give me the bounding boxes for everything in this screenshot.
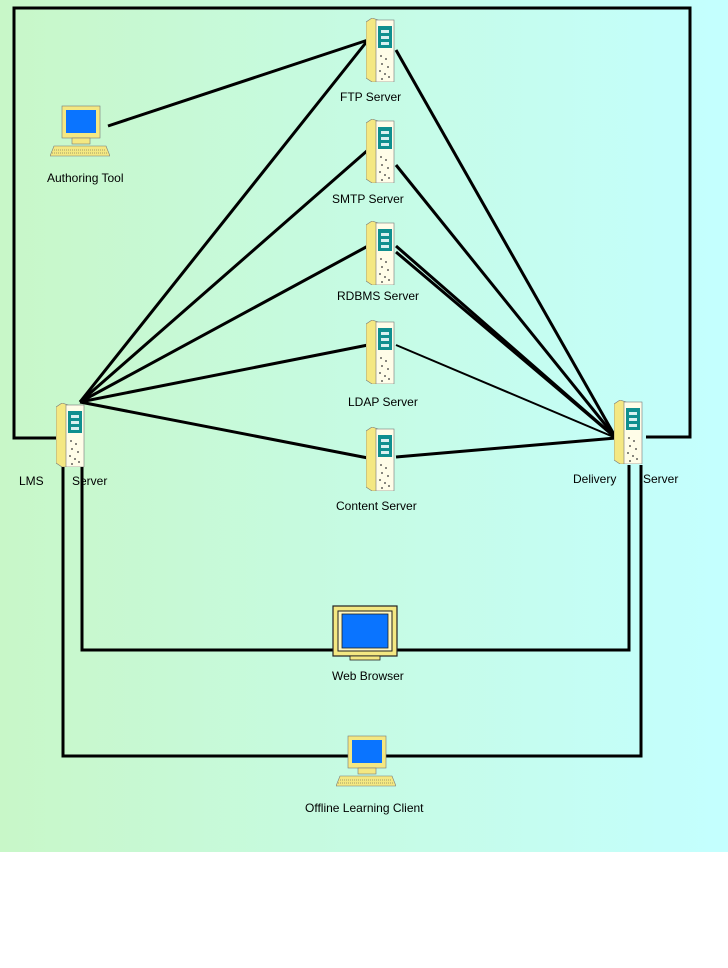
ftp-server-label: FTP Server [340,90,402,104]
offline-learning-client-label: Offline Learning Client [305,801,424,815]
smtp-server-label: SMTP Server [332,192,404,206]
edge-lms-smtp [79,148,369,404]
delivery-label: Delivery [573,472,617,486]
edge-rdbms-delivery-2 [395,250,617,440]
ldap-server-label: LDAP Server [348,395,418,409]
ftp-server-icon [366,18,395,82]
edge-smtp-delivery [394,164,618,439]
edge-ldap-delivery [395,344,617,439]
edge-ftp-delivery [394,49,618,439]
lms-server-label: Server [72,474,108,488]
rdbms-server-icon [366,221,395,285]
content-server-icon [366,427,395,491]
edge-lms-rdbms [79,244,369,404]
smtp-server-icon [366,119,395,183]
edge-lms-delivery-loop [12,6,692,440]
edge-lms-ldap [79,343,369,404]
edge-lms-ftp [78,39,370,403]
edge-lms-content [79,400,369,460]
delivery-server-label: Server [643,472,679,486]
ldap-server-icon [366,320,395,384]
edge-authoring-ftp [107,38,369,128]
rdbms-server-label: RDBMS Server [337,289,420,303]
authoring-tool-label: Authoring Tool [47,171,124,185]
edge-content-delivery [395,436,617,459]
lms-label: LMS [19,474,44,488]
network-diagram: FTP Server SMTP Server RDBMS Server LDAP… [0,0,728,852]
web-browser-label: Web Browser [332,669,404,683]
diagram-canvas [0,0,728,852]
web-browser-monitor-icon [332,605,398,661]
lms-server-icon [56,403,85,467]
content-server-label: Content Server [336,499,417,513]
delivery-server-icon [614,400,643,464]
